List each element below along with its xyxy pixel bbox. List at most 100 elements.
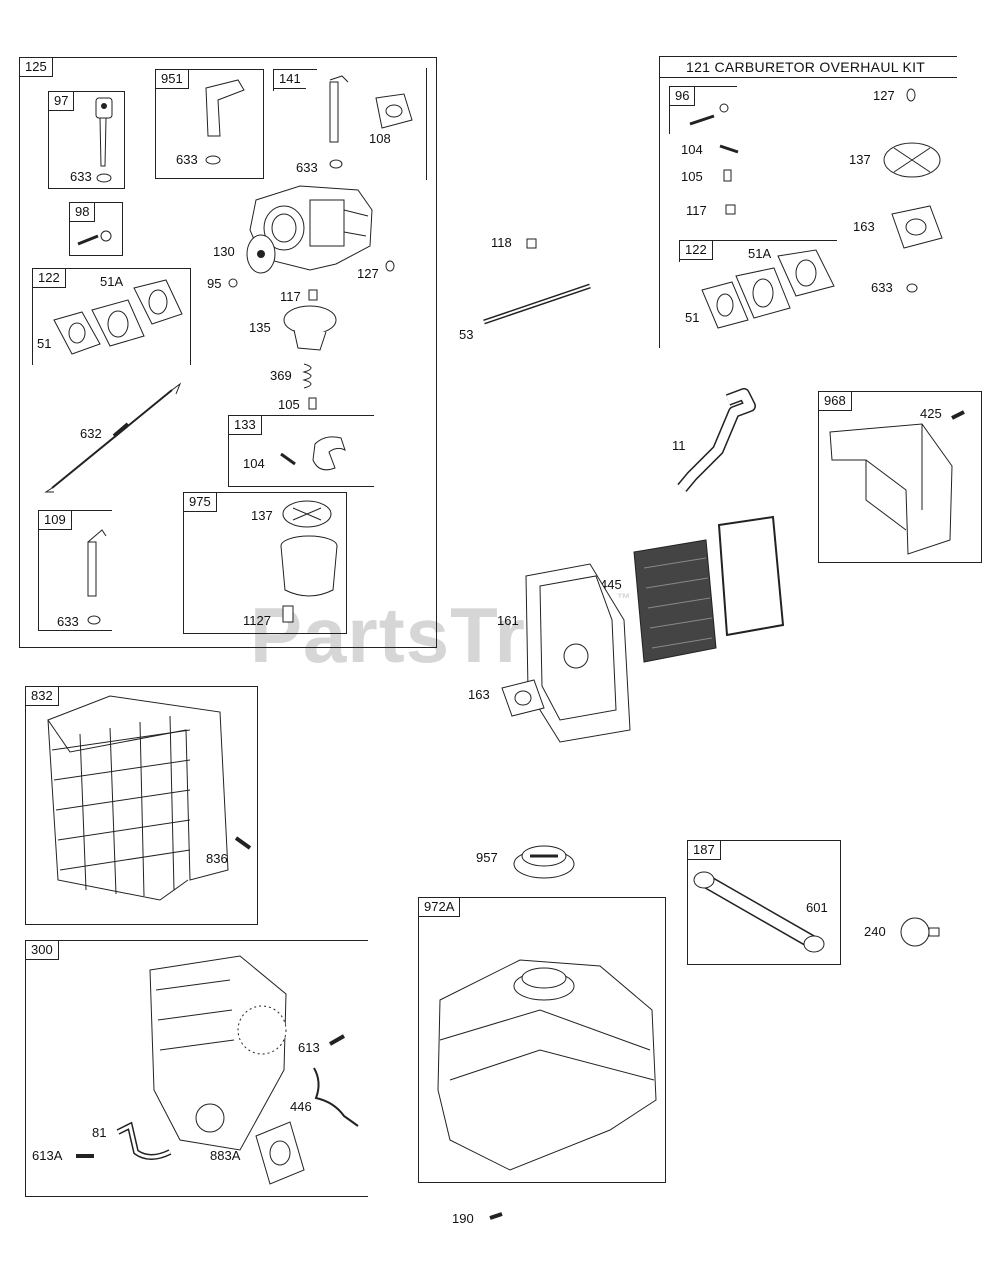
part-label-163[interactable]: 163 (468, 687, 490, 702)
screw-118-drawing[interactable] (525, 237, 539, 251)
part-label-11[interactable]: 11 (672, 438, 686, 453)
pin-104-drawing[interactable] (718, 142, 742, 156)
part-label-161[interactable]: 161 (497, 613, 519, 628)
part-label-446[interactable]: 446 (290, 1099, 312, 1114)
part-label-53[interactable]: 53 (459, 327, 474, 342)
group-tag-125[interactable]: 125 (20, 58, 53, 77)
carburetor-body-drawing[interactable] (240, 180, 380, 280)
air-cleaner-cover-968-drawing[interactable] (826, 420, 956, 560)
throttle-lever-951-drawing[interactable] (200, 76, 250, 166)
spring-446-drawing[interactable] (304, 1062, 364, 1132)
part-label-369[interactable]: 369 (270, 368, 292, 383)
clip-127-drawing[interactable] (384, 260, 398, 274)
part-label-51[interactable]: 51 (685, 310, 700, 325)
part-label-632[interactable]: 632 (80, 426, 102, 441)
bowl-kit-975-drawing[interactable] (275, 498, 345, 628)
screw-117-drawing[interactable] (724, 203, 738, 217)
group-tag-141[interactable]: 141 (274, 70, 306, 89)
part-label-240[interactable]: 240 (864, 924, 886, 939)
needle-105-drawing[interactable] (307, 396, 319, 412)
air-cleaner-base-161-drawing[interactable] (520, 560, 640, 745)
group-tag-975[interactable]: 975 (184, 493, 217, 512)
screws-98-drawing[interactable] (72, 226, 120, 252)
group-tag-968[interactable]: 968 (819, 392, 852, 411)
pre-cleaner-445-drawing[interactable] (630, 538, 720, 668)
part-label-957[interactable]: 957 (476, 850, 498, 865)
float-bowl-kit-133-drawing[interactable] (275, 430, 365, 480)
part-label-836[interactable]: 836 (206, 851, 228, 866)
part-label-633[interactable]: 633 (871, 280, 893, 295)
float-135-drawing[interactable] (280, 300, 350, 360)
fuel-filter-240-drawing[interactable] (895, 914, 945, 950)
fuel-tank-972a-drawing[interactable] (430, 950, 660, 1175)
governor-link-632-drawing[interactable] (44, 380, 184, 495)
part-label-108[interactable]: 108 (369, 131, 391, 146)
part-label-613a[interactable]: 613A (32, 1148, 63, 1163)
part-label-883a[interactable]: 883A (210, 1148, 241, 1163)
group-tag-187[interactable]: 187 (688, 841, 721, 860)
screw-613-drawing[interactable] (326, 1030, 350, 1050)
fuel-cap-957-drawing[interactable] (508, 838, 580, 884)
air-filter-967-drawing[interactable] (713, 515, 788, 640)
part-label-118[interactable]: 118 (491, 235, 512, 250)
choke-shaft-109-drawing[interactable] (82, 526, 112, 626)
group-tag-951[interactable]: 951 (156, 70, 189, 89)
screw-117-drawing[interactable] (307, 288, 319, 302)
group-tag-122[interactable]: 122 (680, 241, 713, 260)
part-label-95[interactable]: 95 (207, 276, 222, 291)
gasket-108-drawing[interactable] (370, 92, 416, 132)
needle-105-drawing[interactable] (722, 168, 734, 184)
throttle-shaft-141-drawing[interactable] (320, 72, 360, 172)
part-label-613[interactable]: 613 (298, 1040, 320, 1055)
part-label-137[interactable]: 137 (849, 152, 871, 167)
part-label-601[interactable]: 601 (806, 900, 828, 915)
spring-369-drawing[interactable] (300, 360, 322, 390)
part-label-137[interactable]: 137 (251, 508, 273, 523)
part-label-81[interactable]: 81 (92, 1125, 107, 1140)
group-tag-97[interactable]: 97 (49, 92, 75, 111)
part-label-105[interactable]: 105 (681, 169, 703, 184)
gasket-130-drawing[interactable] (243, 232, 279, 276)
part-label-104[interactable]: 104 (243, 456, 265, 471)
group-tag-133[interactable]: 133 (229, 416, 262, 435)
muffler-300-drawing[interactable] (140, 950, 300, 1150)
part-label-130[interactable]: 130 (213, 244, 235, 259)
screw-613a-drawing[interactable] (72, 1148, 100, 1164)
screws-96-drawing[interactable] (684, 100, 734, 130)
deflector-81-drawing[interactable] (110, 1122, 180, 1172)
part-label-127[interactable]: 127 (873, 88, 895, 103)
part-label-104[interactable]: 104 (681, 142, 703, 157)
part-label-105[interactable]: 105 (278, 397, 300, 412)
part-label-633[interactable]: 633 (70, 169, 92, 184)
group-tag-98[interactable]: 98 (70, 203, 96, 222)
screw-836-drawing[interactable] (232, 832, 256, 856)
part-label-117[interactable]: 117 (280, 289, 301, 304)
screw-95-drawing[interactable] (227, 277, 241, 289)
part-label-633[interactable]: 633 (57, 614, 79, 629)
group-tag-972a[interactable]: 972A (419, 898, 461, 917)
part-label-117[interactable]: 117 (686, 203, 707, 218)
gasket-163-drawing[interactable] (498, 678, 548, 720)
choke-lever-97-drawing[interactable] (90, 96, 120, 186)
part-label-163[interactable]: 163 (853, 219, 875, 234)
gaskets-51-51a-drawing[interactable] (48, 276, 188, 366)
gaskets-51-51a-drawing[interactable] (694, 246, 844, 336)
group-tag-300[interactable]: 300 (26, 941, 59, 960)
part-label-445[interactable]: 445 (600, 577, 622, 592)
screw-190-drawing[interactable] (486, 1208, 508, 1226)
breather-tube-53-drawing[interactable] (478, 280, 598, 330)
part-label-425[interactable]: 425 (920, 406, 942, 421)
bowl-gasket-137-drawing[interactable] (882, 140, 942, 180)
part-label-135[interactable]: 135 (249, 320, 271, 335)
group-tag-832[interactable]: 832 (26, 687, 59, 706)
part-label-51[interactable]: 51 (37, 336, 52, 351)
group-tag-122[interactable]: 122 (33, 269, 66, 288)
group-tag-109[interactable]: 109 (39, 511, 72, 530)
part-label-51a[interactable]: 51A (748, 246, 772, 261)
clip-127-drawing[interactable] (904, 88, 920, 104)
muffler-guard-832-drawing[interactable] (40, 690, 230, 910)
part-label-51a[interactable]: 51A (100, 274, 124, 289)
gasket-883a-drawing[interactable] (250, 1118, 310, 1188)
part-label-190[interactable]: 190 (452, 1211, 474, 1226)
group-tag-96[interactable]: 96 (670, 87, 696, 106)
